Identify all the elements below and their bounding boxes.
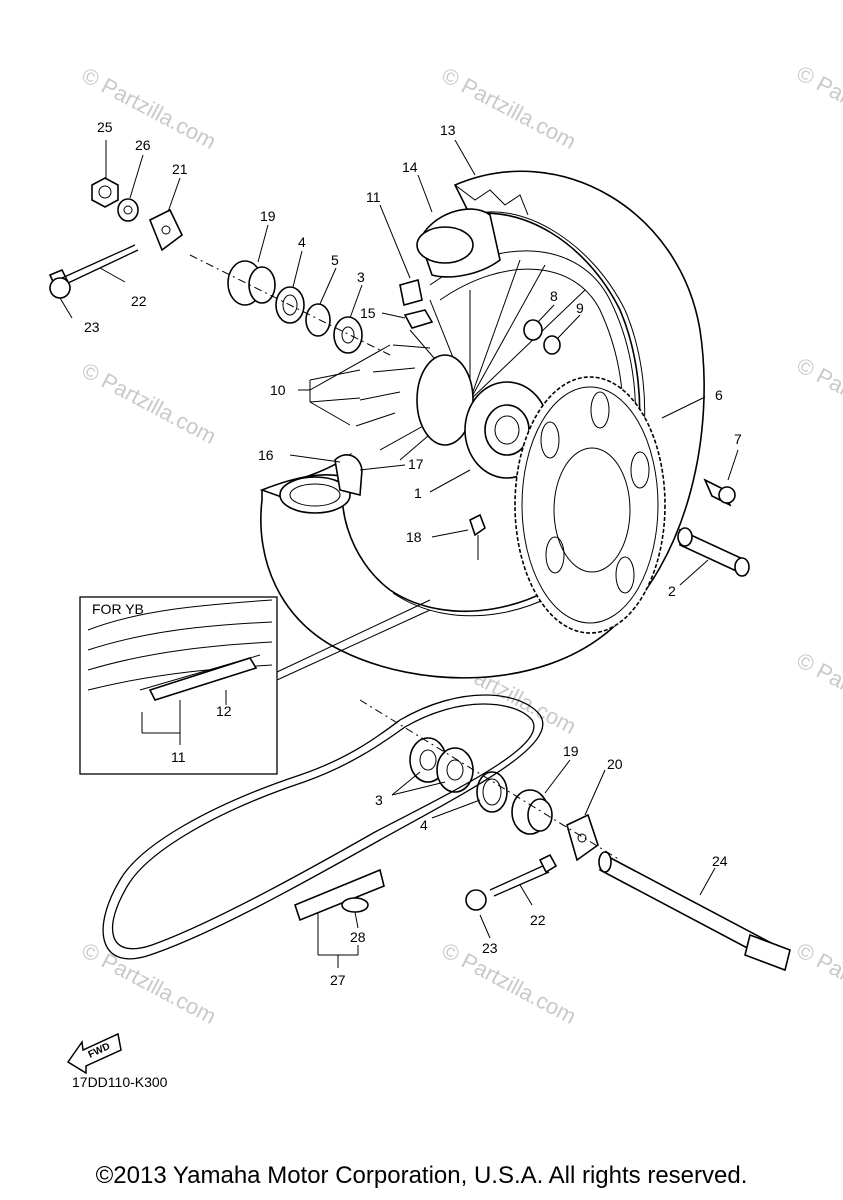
sprocket	[514, 376, 666, 634]
callout-16: 16	[258, 447, 274, 463]
callout-19: 19	[260, 208, 276, 224]
callout-12: 12	[216, 703, 232, 719]
watermarks: © Partzilla.com © Partzilla.com © Partzi…	[78, 60, 843, 1029]
watermark: © Partzilla.com	[438, 937, 581, 1029]
callout-19-lower: 19	[563, 743, 579, 759]
callout-4-lower: 4	[420, 817, 428, 833]
callout-5: 5	[331, 252, 339, 268]
watermark: © Partzilla.com	[793, 937, 843, 1029]
axle	[598, 851, 791, 972]
callout-9: 9	[576, 300, 584, 316]
callout-18: 18	[406, 529, 422, 545]
callout-21: 21	[172, 161, 188, 177]
spacer	[677, 527, 750, 577]
small-parts	[355, 319, 736, 560]
callout-4: 4	[298, 234, 306, 250]
callout-11: 11	[366, 189, 381, 205]
callout-28: 28	[350, 929, 366, 945]
callout-22-lower: 22	[530, 912, 546, 928]
callout-20: 20	[607, 756, 623, 772]
watermark: © Partzilla.com	[793, 647, 843, 739]
callout-15: 15	[360, 305, 376, 321]
callout-27: 27	[330, 972, 346, 988]
callout-26: 26	[135, 137, 151, 153]
fwd-arrow-icon: FWD	[66, 1032, 122, 1075]
inset-title: FOR YB	[92, 601, 144, 617]
callout-23: 23	[84, 319, 100, 335]
watermark: © Partzilla.com	[438, 62, 581, 154]
callouts: 25 26 21 19 4 5 3 22 23 13 14 11 15 8 9 …	[84, 119, 742, 988]
callout-3-lower: 3	[375, 792, 383, 808]
callout-8: 8	[550, 288, 558, 304]
callout-2: 2	[668, 583, 676, 599]
leader-lines	[59, 139, 739, 968]
callout-10: 10	[270, 382, 286, 398]
watermark: © Partzilla.com	[78, 357, 221, 449]
callout-11-inset: 11	[171, 749, 186, 765]
rim-parts	[399, 208, 501, 329]
callout-13: 13	[440, 122, 456, 138]
drive-chain	[102, 694, 544, 960]
callout-3: 3	[357, 269, 365, 285]
copyright-notice: ©2013 Yamaha Motor Corporation, U.S.A. A…	[95, 1162, 748, 1189]
right-exploded-parts	[359, 699, 621, 911]
watermark: © Partzilla.com	[793, 352, 843, 444]
callout-7: 7	[734, 431, 742, 447]
callout-24: 24	[712, 853, 728, 869]
watermark: © Partzilla.com	[78, 937, 221, 1029]
callout-23-lower: 23	[482, 940, 498, 956]
callout-17: 17	[408, 456, 424, 472]
callout-25: 25	[97, 119, 113, 135]
callout-14: 14	[402, 159, 418, 175]
callout-22: 22	[131, 293, 147, 309]
callout-1: 1	[414, 485, 422, 501]
callout-6: 6	[715, 387, 723, 403]
watermark: © Partzilla.com	[793, 60, 843, 152]
inset-for-yb: FOR YB	[79, 596, 431, 775]
brake-disc	[259, 454, 363, 514]
left-exploded-parts	[48, 177, 391, 356]
diagram-code: 17DD110-K300	[72, 1074, 168, 1090]
